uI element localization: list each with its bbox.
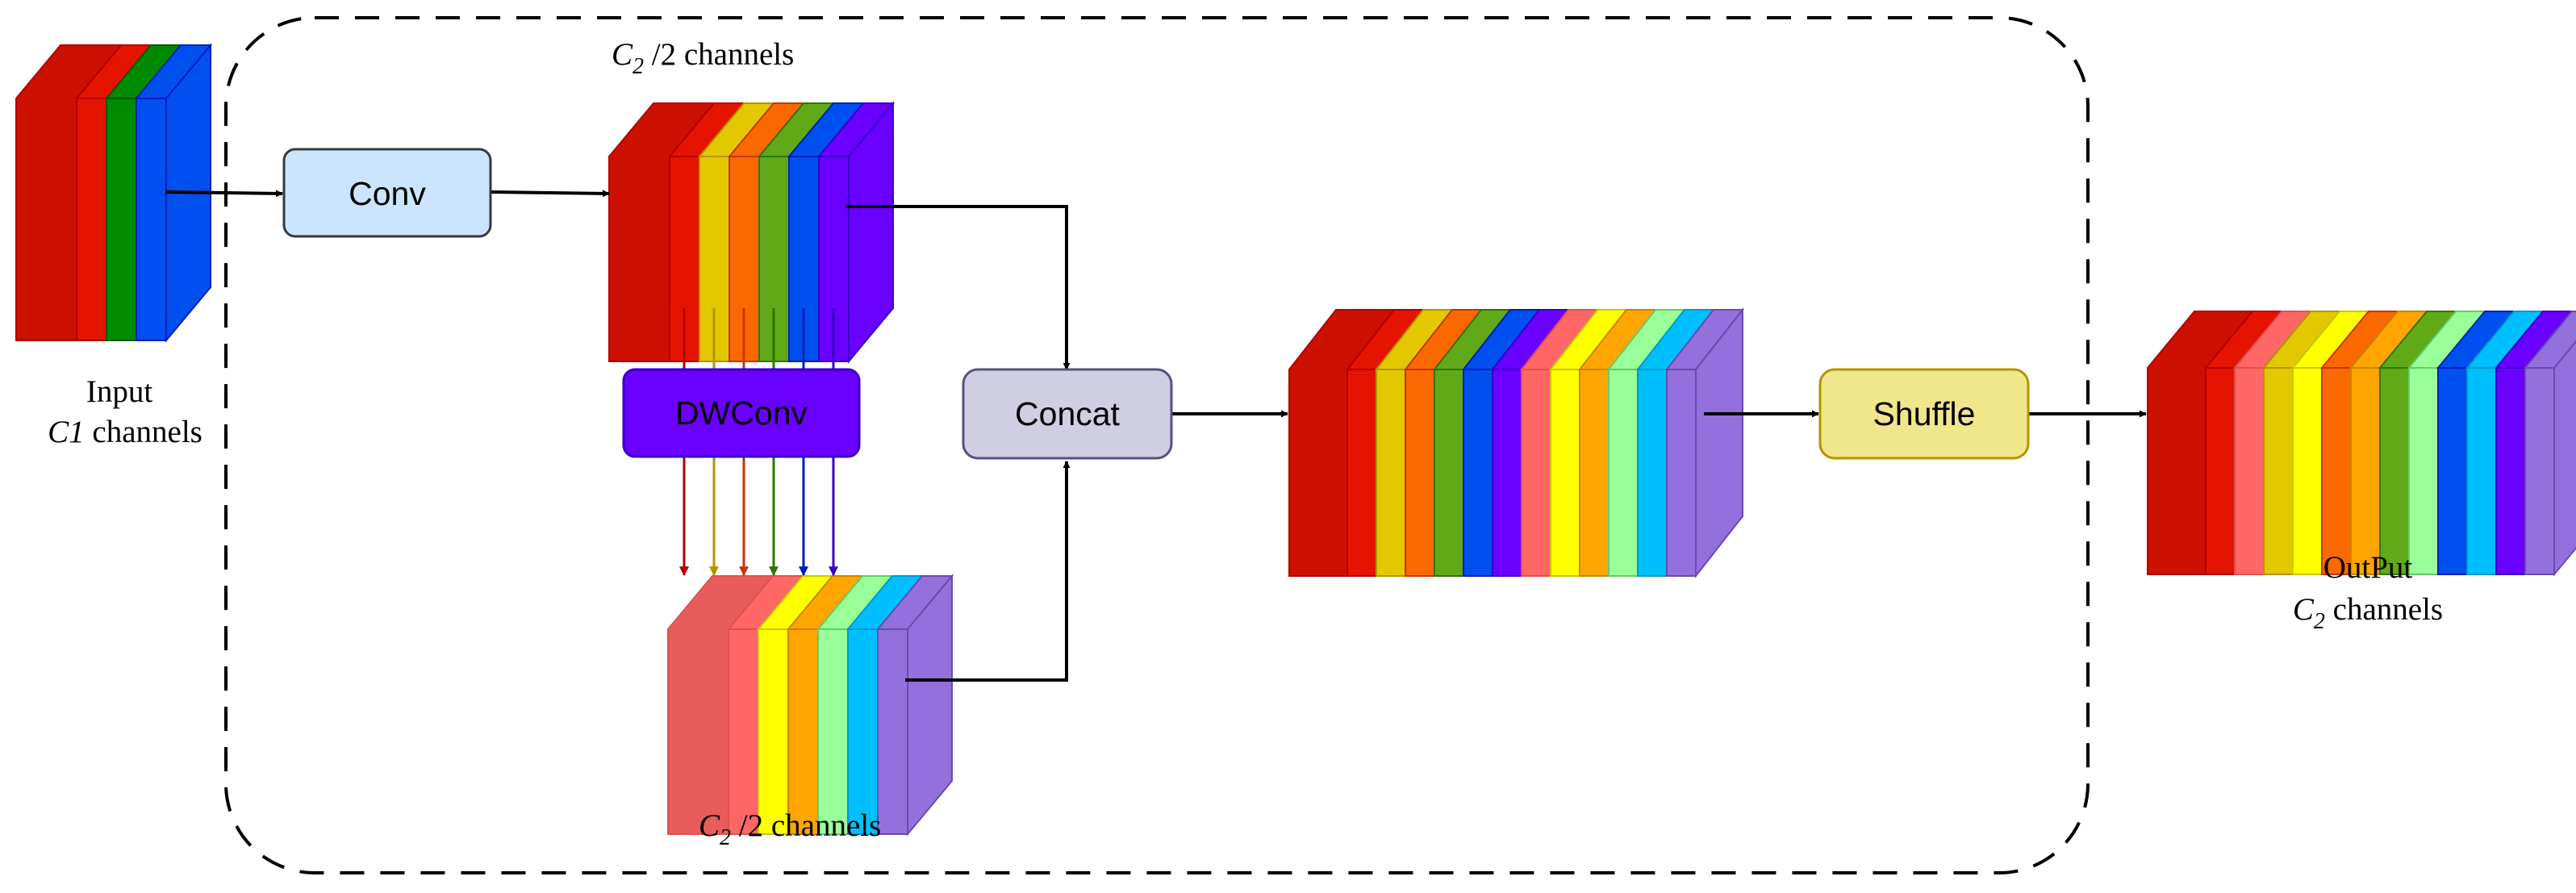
dwconv-output-tensor-channel-slice (726, 575, 805, 835)
input-channel-var: C1 (48, 415, 85, 449)
concat-output-tensor (1288, 307, 1745, 578)
output-label-line1: OutPut (2323, 550, 2413, 585)
concat-output-tensor-channel-slice (1519, 309, 1600, 577)
output-tensor-channel-slice (2523, 311, 2576, 575)
top-channels-sub: 2 (633, 54, 644, 79)
concat-output-tensor-channel-slice (1606, 309, 1687, 577)
arrow-conv-to-tensor (490, 190, 610, 198)
concat-output-tensor-channel-slice (1664, 309, 1745, 577)
output-tensor-channel-slice (2494, 311, 2574, 575)
dwconv-output-tensor-channel-slice (816, 575, 895, 835)
conv-output-tensor (608, 101, 896, 364)
input-tensor-channel-slice (74, 44, 153, 341)
concat-output-tensor-channel-slice (1374, 309, 1455, 577)
output-tensor-channel-slice (2203, 311, 2284, 575)
concat-label: Concat (1015, 395, 1121, 432)
bottom-channels-sub: 2 (720, 825, 731, 850)
concat-output-tensor-channel-slice (1461, 309, 1542, 577)
conv-label: Conv (349, 175, 426, 212)
output-tensor-channel-slice (2232, 311, 2313, 575)
concat-output-tensor-channel-slice (1345, 309, 1426, 577)
dwconv-output-tensor-channel-slice (756, 575, 835, 835)
input-label-line1: Input (86, 374, 152, 409)
dwconv-label: DWConv (675, 394, 808, 432)
conv-output-tensor-channel-slice (667, 102, 746, 362)
concat-output-tensor-channel-slice (1432, 309, 1513, 577)
output-channels-text: channels (2325, 592, 2443, 627)
dwconv-node: DWConv (622, 368, 861, 458)
arrow-dwtensor-to-concat (905, 461, 1071, 682)
input-tensor (15, 43, 213, 343)
dwconv-output-tensor-channel-slice (845, 575, 925, 835)
input-label-line2: C1 channels (48, 415, 202, 449)
output-channels-var: C (2293, 592, 2315, 627)
output-tensor-channel-slice (2261, 311, 2342, 575)
conv-output-tensor-side-face (848, 101, 894, 364)
output-tensor-channel-slice (2319, 311, 2400, 575)
output-tensor-channel-slice (2378, 311, 2458, 575)
output-label-line2: C2 channels (2293, 592, 2443, 634)
output-tensor (2147, 311, 2576, 577)
dwconv-output-tensor-channel-slice (786, 575, 865, 835)
bottom-channels-var: C (699, 808, 720, 843)
input-channel-text: channels (85, 415, 202, 449)
shuffle-label: Shuffle (1873, 395, 1976, 432)
top-channels-text: /2 channels (644, 37, 794, 72)
arrow-input-to-conv (165, 190, 283, 198)
concat-node: Concat (962, 368, 1173, 460)
dwconv-output-tensor (667, 574, 954, 837)
output-tensor-side-face (2553, 340, 2576, 577)
output-channels-sub: 2 (2314, 609, 2325, 634)
top-channels-label: C2 /2 channels (612, 37, 794, 79)
concat-output-tensor-channel-slice (1635, 309, 1716, 577)
shuffle-node: Shuffle (1818, 368, 2030, 460)
output-tensor-channel-slice (2348, 311, 2429, 575)
bottom-channels-text: /2 channels (731, 808, 881, 843)
module-boundary (224, 16, 2090, 874)
conv-output-tensor-channel-slice (727, 102, 806, 362)
output-tensor-channel-slice (2290, 311, 2371, 575)
conv-node: Conv (282, 148, 492, 238)
connectors (165, 190, 2147, 682)
concat-output-tensor-channel-slice (1548, 309, 1629, 577)
arrow-tensor-to-concat (845, 205, 1071, 370)
bottom-channels-label: C2 /2 channels (699, 808, 881, 850)
dwconv-output-tensor-channel-slice (875, 575, 954, 835)
concat-output-tensor-side-face (1695, 307, 1743, 578)
output-tensor-channel-slice (2465, 311, 2545, 575)
concat-output-tensor-channel-slice (1577, 309, 1658, 577)
concat-output-tensor-channel-slice (1490, 309, 1571, 577)
top-channels-var: C (612, 37, 633, 72)
dwconv-channel-lines (679, 308, 838, 577)
dwconv-output-tensor-side-face (907, 574, 953, 837)
output-tensor-channel-slice (2407, 311, 2487, 575)
